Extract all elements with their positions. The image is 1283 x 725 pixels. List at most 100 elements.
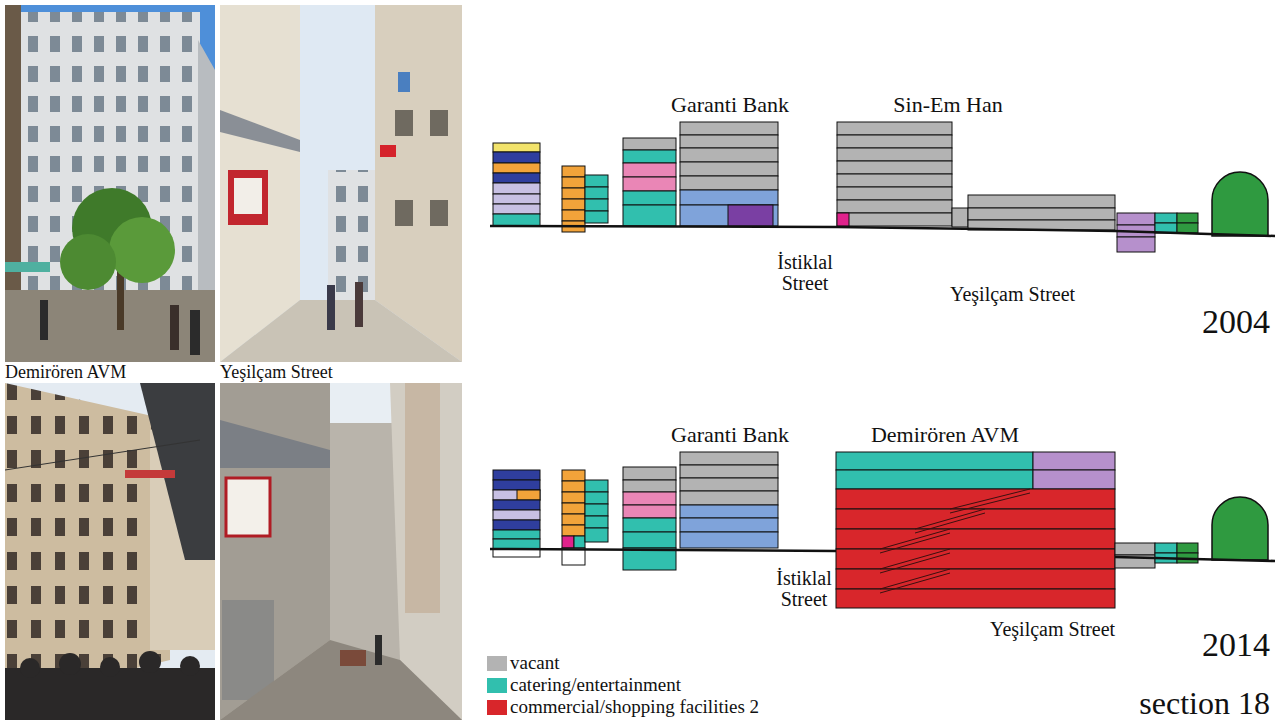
photo-awning [220, 110, 300, 152]
floor [562, 199, 585, 210]
floor [585, 199, 608, 211]
photo-poster [228, 170, 268, 225]
building: Garanti Bank [680, 92, 778, 226]
building: Garanti Bank [680, 422, 778, 548]
photo-sign [226, 478, 270, 536]
photo-person [355, 282, 363, 327]
floor [837, 213, 849, 226]
photo-person [40, 300, 48, 340]
floor [1155, 543, 1177, 553]
photo-ground [220, 383, 462, 720]
floor [1177, 543, 1198, 553]
photo-facade [375, 5, 462, 362]
photo-window [395, 110, 413, 136]
floor [837, 122, 952, 135]
floor [493, 470, 540, 480]
photo [5, 5, 215, 362]
floor [493, 530, 540, 539]
floor [968, 208, 1115, 220]
photo-facade [5, 383, 170, 700]
photo-person [170, 305, 179, 350]
escalator [880, 549, 950, 569]
floor [493, 173, 540, 183]
photo-crowd [59, 653, 81, 675]
escalator [950, 493, 1030, 513]
floor [623, 163, 676, 177]
photo [220, 5, 462, 362]
label: Yeşilçam Street [220, 362, 333, 382]
photo-chimney [405, 383, 440, 613]
building-name: Demirören AVM [871, 422, 1019, 448]
building: Demirören AVM [836, 422, 1115, 608]
floor [493, 539, 540, 549]
label: Demirören AVM [5, 362, 126, 382]
floor [493, 500, 540, 510]
floor [585, 187, 608, 199]
photo-facade [220, 5, 300, 362]
floor [837, 187, 952, 200]
floor [623, 138, 676, 150]
floor [562, 503, 585, 514]
floor [493, 214, 540, 226]
photo-window [395, 200, 413, 226]
photo-poster [234, 178, 262, 214]
photo-crowd [139, 651, 161, 673]
floor [968, 195, 1115, 208]
floor [585, 516, 608, 528]
floor [585, 504, 608, 516]
legend-row: catering/entertainment [487, 674, 658, 696]
floor [562, 177, 585, 188]
floor [680, 478, 778, 491]
floor [623, 548, 676, 570]
label-slot: Yeşilçam Street [990, 618, 1115, 640]
legend-text: catering/entertainment [510, 674, 681, 695]
floor [837, 161, 952, 174]
floor [562, 481, 585, 492]
floor [1117, 237, 1155, 252]
floor [493, 480, 540, 490]
legend-swatch [487, 656, 507, 671]
floor [836, 470, 1033, 489]
floor [562, 492, 585, 503]
floor [728, 205, 773, 226]
floor [585, 175, 608, 187]
photo-crowd [20, 658, 40, 678]
building-name: Sin-Em Han [893, 92, 1002, 118]
photo-crowd [100, 657, 120, 677]
floor [680, 190, 778, 205]
floor [837, 174, 952, 187]
floor [493, 204, 540, 214]
photo [5, 383, 215, 720]
label: 2014 [1202, 626, 1270, 664]
label: Yeşilçam Street [950, 283, 1075, 305]
legend-row: commercial/shopping facilities 2 [487, 696, 736, 718]
floor [1115, 543, 1155, 555]
label-slot: Demirören AVM [5, 362, 126, 382]
floor [493, 520, 540, 530]
floor [836, 589, 1115, 608]
photo-flag [380, 145, 396, 157]
floor [562, 470, 585, 481]
floor [585, 211, 608, 223]
floor [1155, 213, 1177, 223]
floor [837, 213, 952, 226]
floor [836, 529, 1115, 549]
photo-wire [5, 440, 200, 470]
label-slot: İstiklal Street [772, 252, 838, 294]
photo-sky [5, 5, 215, 362]
photo-tree [60, 234, 116, 290]
floor [623, 467, 676, 480]
floor [1033, 452, 1115, 470]
floor [623, 177, 676, 191]
floor [680, 505, 778, 518]
escalator [915, 513, 985, 533]
label-slot: 2014 [1202, 626, 1270, 664]
floor [680, 518, 778, 532]
floor [493, 143, 540, 152]
building: Sin-Em Han [837, 92, 952, 226]
floor [517, 490, 540, 500]
floor [562, 536, 574, 548]
label-slot: Yeşilçam Street [950, 283, 1075, 305]
floor [493, 152, 540, 163]
